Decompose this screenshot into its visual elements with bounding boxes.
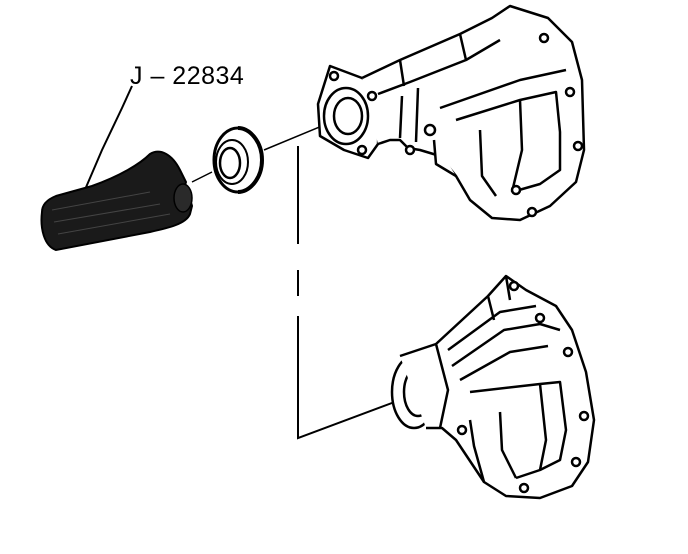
reference-line [297,146,401,440]
seal-installer-tool [40,150,194,252]
oil-seal [212,126,265,194]
lower-extension-housing [390,274,596,500]
tool-leader-line [83,85,133,193]
upper-extension-housing [316,4,586,222]
tool-callout-label: J – 22834 [130,62,245,90]
